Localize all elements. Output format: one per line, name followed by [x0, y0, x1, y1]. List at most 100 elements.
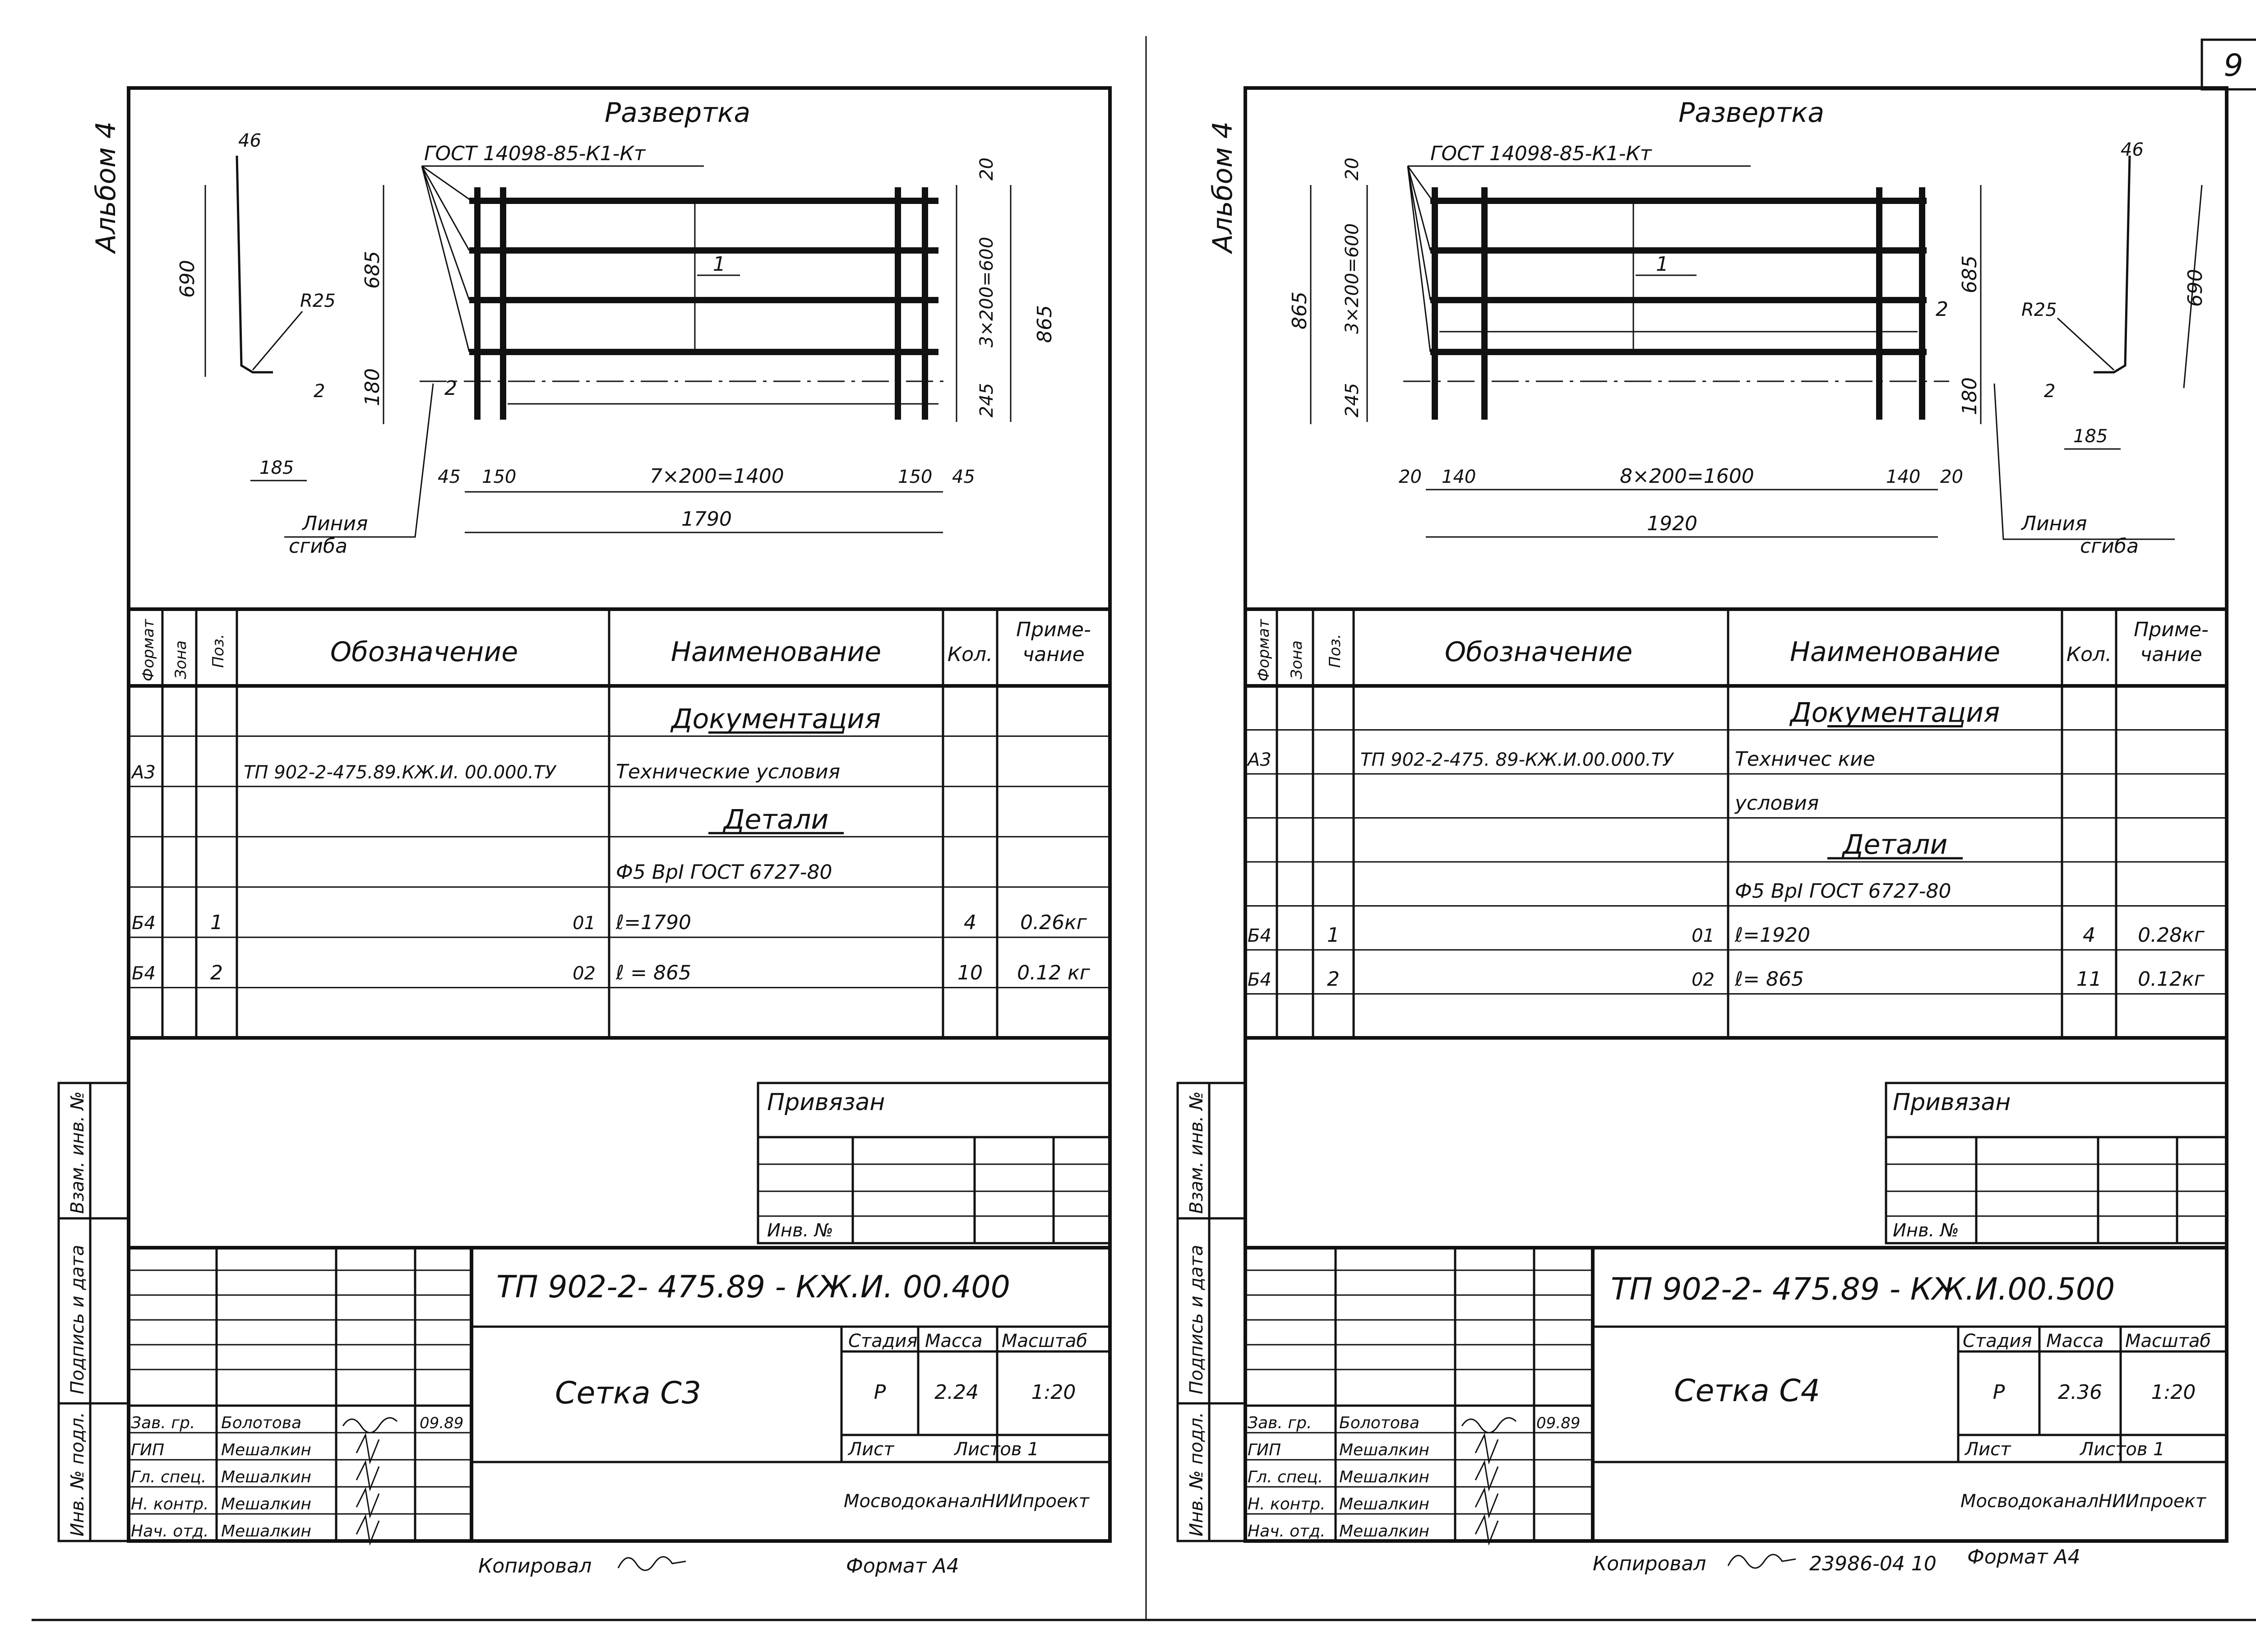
- svg-text:45: 45: [952, 467, 975, 487]
- svg-text:2: 2: [2044, 381, 2055, 402]
- svg-text:Масштаб: Масштаб: [1002, 1331, 1087, 1351]
- spec-cell-designation: 02: [573, 963, 596, 984]
- role-date: 09.89: [1536, 1414, 1580, 1432]
- svg-text:8×200=1600: 8×200=1600: [1620, 465, 1754, 488]
- side-stamp: Инв. № подл. Подпись и дата Взам. инв. №: [1176, 1082, 1247, 1542]
- spec-cell-qty: 10: [957, 962, 983, 985]
- svg-text:Взам. инв. №: Взам. инв. №: [1186, 1091, 1207, 1214]
- role-person: Мешалкин: [221, 1522, 311, 1541]
- signature-5: [1475, 1514, 1499, 1546]
- spec-cell-name: ℓ= 865: [1734, 968, 1804, 991]
- svg-text:20: 20: [1940, 467, 1963, 487]
- spec-cell-pos: 2: [210, 962, 223, 985]
- spec-cell-pos: 1: [210, 911, 223, 934]
- svg-text:Масштаб: Масштаб: [2125, 1331, 2211, 1351]
- svg-text:245: 245: [1342, 383, 1363, 417]
- format-label: Формат А4: [1967, 1546, 2080, 1569]
- scale-value: 1:20: [2151, 1381, 2196, 1404]
- side-stamp: Инв. № подл. Подпись и дата Взам. инв. №: [57, 1082, 130, 1542]
- svg-text:140: 140: [1886, 467, 1920, 487]
- svg-text:Подпись и дата: Подпись и дата: [67, 1245, 88, 1394]
- gost-label: ГОСТ 14098-85-К1-Кт: [424, 142, 646, 165]
- svg-text:Инв. № подл.: Инв. № подл.: [67, 1412, 88, 1536]
- organization: МосводоканалНИИпроект: [1960, 1491, 2207, 1512]
- spec-cell-designation: 02: [1692, 970, 1715, 990]
- signature-1: [1461, 1417, 1517, 1434]
- organization: МосводоканалНИИпроект: [844, 1491, 1090, 1512]
- spec-cell-name: Документация: [670, 703, 881, 735]
- svg-text:2: 2: [1936, 298, 1948, 321]
- svg-text:1920: 1920: [1647, 512, 1697, 535]
- svg-text:1790: 1790: [681, 508, 732, 531]
- spec-header-note-2: чание: [1022, 643, 1084, 666]
- privyazan-label: Привязан: [767, 1089, 885, 1116]
- sheet-frame: [1244, 86, 2228, 1543]
- spec-cell-format: Б4: [1248, 970, 1271, 990]
- spec-cell-name: условия: [1734, 792, 1819, 815]
- spec-cell-name: Детали: [722, 804, 829, 835]
- role-person: Мешалкин: [1339, 1495, 1429, 1513]
- svg-text:Лист: Лист: [847, 1439, 895, 1460]
- spec-header-zone: Зона: [1288, 640, 1306, 679]
- page-number-box: [2201, 38, 2256, 91]
- spec-header-note-2: чание: [2140, 643, 2202, 666]
- svg-text:Линия: Линия: [2020, 512, 2087, 535]
- svg-text:Масса: Масса: [2046, 1331, 2104, 1351]
- svg-text:46: 46: [238, 130, 261, 151]
- svg-text:45: 45: [438, 467, 461, 487]
- drawing-title: Развертка: [605, 97, 750, 129]
- spec-header-qty: Кол.: [948, 643, 993, 666]
- svg-text:1: 1: [1656, 253, 1669, 276]
- role-label: ГИП: [131, 1441, 164, 1459]
- svg-text:150: 150: [482, 467, 516, 487]
- object-name: Сетка С4: [1674, 1373, 1820, 1409]
- spec-cell-note: 0.12 кг: [1017, 962, 1091, 985]
- copy-signature: [617, 1556, 686, 1571]
- role-person: Мешалкин: [1339, 1441, 1429, 1459]
- stage-value: Р: [874, 1381, 886, 1404]
- spec-cell-name: Техничес кие: [1735, 748, 1875, 771]
- role-person: Болотова: [221, 1414, 301, 1432]
- album-label: Альбом 4: [90, 121, 122, 255]
- spec-header-name: Наименование: [1790, 636, 2000, 668]
- order-number: 23986-04 10: [1809, 1552, 1937, 1575]
- unfold-drawing: Развертка ГОСТ 14098-85-К1-Кт 1 2 865: [1288, 97, 2207, 558]
- role-label: Нач. отд.: [1248, 1522, 1326, 1541]
- role-person: Мешалкин: [1339, 1468, 1429, 1486]
- role-person: Мешалкин: [1339, 1522, 1429, 1541]
- privyazan-label: Привязан: [1893, 1089, 2011, 1116]
- svg-text:7×200=1400: 7×200=1400: [650, 465, 784, 488]
- spec-header-format: Формат: [139, 619, 157, 681]
- role-date: 09.89: [420, 1414, 463, 1432]
- copy-signature: [1727, 1554, 1796, 1569]
- svg-text:185: 185: [2073, 426, 2108, 447]
- spec-header-designation: Обозначение: [330, 636, 518, 668]
- role-person: Мешалкин: [221, 1495, 311, 1513]
- format-label: Формат А4: [846, 1555, 959, 1578]
- svg-text:690: 690: [176, 260, 199, 298]
- privyazan-block: Привязан Инв. №: [757, 1082, 1111, 1245]
- spec-cell-name: Документация: [1789, 697, 2000, 729]
- svg-text:20: 20: [1399, 467, 1422, 487]
- spec-cell-format: Б4: [1248, 925, 1271, 946]
- svg-text:Стадия: Стадия: [848, 1331, 917, 1351]
- svg-text:46: 46: [2121, 139, 2144, 160]
- scale-value: 1:20: [1031, 1381, 1076, 1404]
- svg-text:сгиба: сгиба: [289, 535, 347, 558]
- inv-no-label: Инв. №: [1893, 1220, 1959, 1241]
- rod-profile: [236, 155, 273, 374]
- svg-text:Инв. № подл.: Инв. № подл.: [1186, 1412, 1207, 1536]
- drawing-code: ТП 902-2- 475.89 - КЖ.И.00.500: [1611, 1272, 2115, 1307]
- spec-cell-pos: 1: [1327, 924, 1340, 947]
- svg-text:Подпись и дата: Подпись и дата: [1186, 1245, 1207, 1394]
- spec-cell-designation: 01: [573, 913, 596, 934]
- spec-header-zone: Зона: [172, 640, 190, 679]
- spec-header-name: Наименование: [671, 636, 881, 668]
- sheet-left: Альбом 4 Развертка ГОСТ 14098-85-К1-Кт 1: [57, 86, 1112, 1578]
- spec-cell-name: Технические условия: [616, 760, 840, 783]
- spec-cell-note: 0.28кг: [2138, 924, 2205, 947]
- sheet-frame: [127, 86, 1112, 1543]
- role-label: ГИП: [1248, 1441, 1281, 1459]
